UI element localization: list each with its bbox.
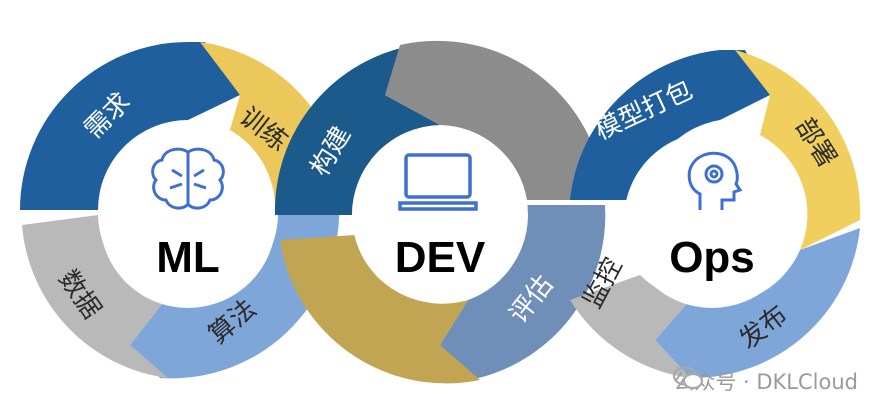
wechat-icon <box>673 366 704 390</box>
center-label-ml: ML <box>156 233 220 282</box>
dev-segment-build <box>274 45 440 215</box>
head-gears-icon <box>687 151 743 210</box>
ops-segment-deploy <box>735 50 861 250</box>
ml-segment-requirements <box>20 42 240 210</box>
ml-segment-data <box>22 215 168 378</box>
ops-center <box>624 132 800 308</box>
ring-dev <box>274 40 606 384</box>
ops-segment-monitor <box>570 275 690 378</box>
dev-segment-evaluate <box>440 205 606 380</box>
laptop-icon <box>398 153 478 211</box>
center-label-ops: Ops <box>669 233 755 282</box>
dev-center <box>352 127 528 303</box>
brain-icon <box>151 147 225 210</box>
ml-center <box>100 132 276 308</box>
watermark: 公众号 · DKLCloud <box>673 366 858 396</box>
ring-ops <box>570 50 861 379</box>
ops-segment-packaging <box>570 50 770 200</box>
watermark-text: 公众号 · DKLCloud <box>673 370 858 394</box>
ops-segment-release <box>655 228 860 379</box>
center-label-dev: DEV <box>395 233 486 282</box>
dev-segment-top-gray <box>385 40 605 201</box>
dev-segment-bottom-gold <box>280 235 480 384</box>
ml-segment-algorithm <box>130 190 340 379</box>
ring-ml <box>20 42 340 379</box>
